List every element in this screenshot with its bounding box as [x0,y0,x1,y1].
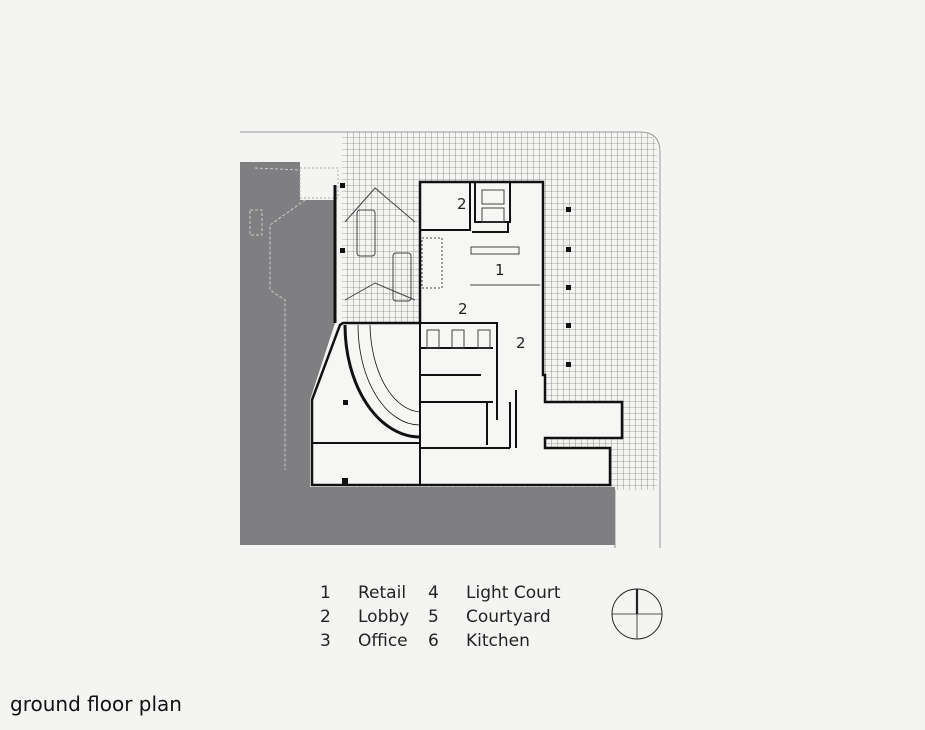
legend-label: Light Court [466,583,561,603]
parked-car [392,252,412,302]
plan-caption: ground floor plan [10,692,182,716]
room-label: 2 [516,334,526,352]
legend-label: Retail [358,583,407,603]
room-label: 1 [495,261,505,279]
building-footprint [310,180,624,487]
legend-label: Courtyard [466,607,551,627]
legend-label: Office [358,631,408,651]
legend-number: 3 [320,631,331,651]
legend-number: 4 [428,583,439,603]
interior-walls [312,182,517,485]
legend-label: Kitchen [466,631,530,651]
room-label: 2 [458,300,468,318]
legend-number: 2 [320,607,331,627]
legend-number: 1 [320,583,331,603]
legend-label: Lobby [358,607,410,627]
legend-number: 5 [428,607,439,627]
legend-number: 6 [428,631,439,651]
north-arrow-icon [611,588,663,640]
neighbour-annex [299,167,339,199]
legend: 1 Retail 4 Light Court 2 Lobby 5 Courtya… [320,582,586,652]
fixtures [344,187,540,349]
parked-car [356,209,376,257]
columns [340,183,571,484]
room-label: 2 [457,195,467,213]
